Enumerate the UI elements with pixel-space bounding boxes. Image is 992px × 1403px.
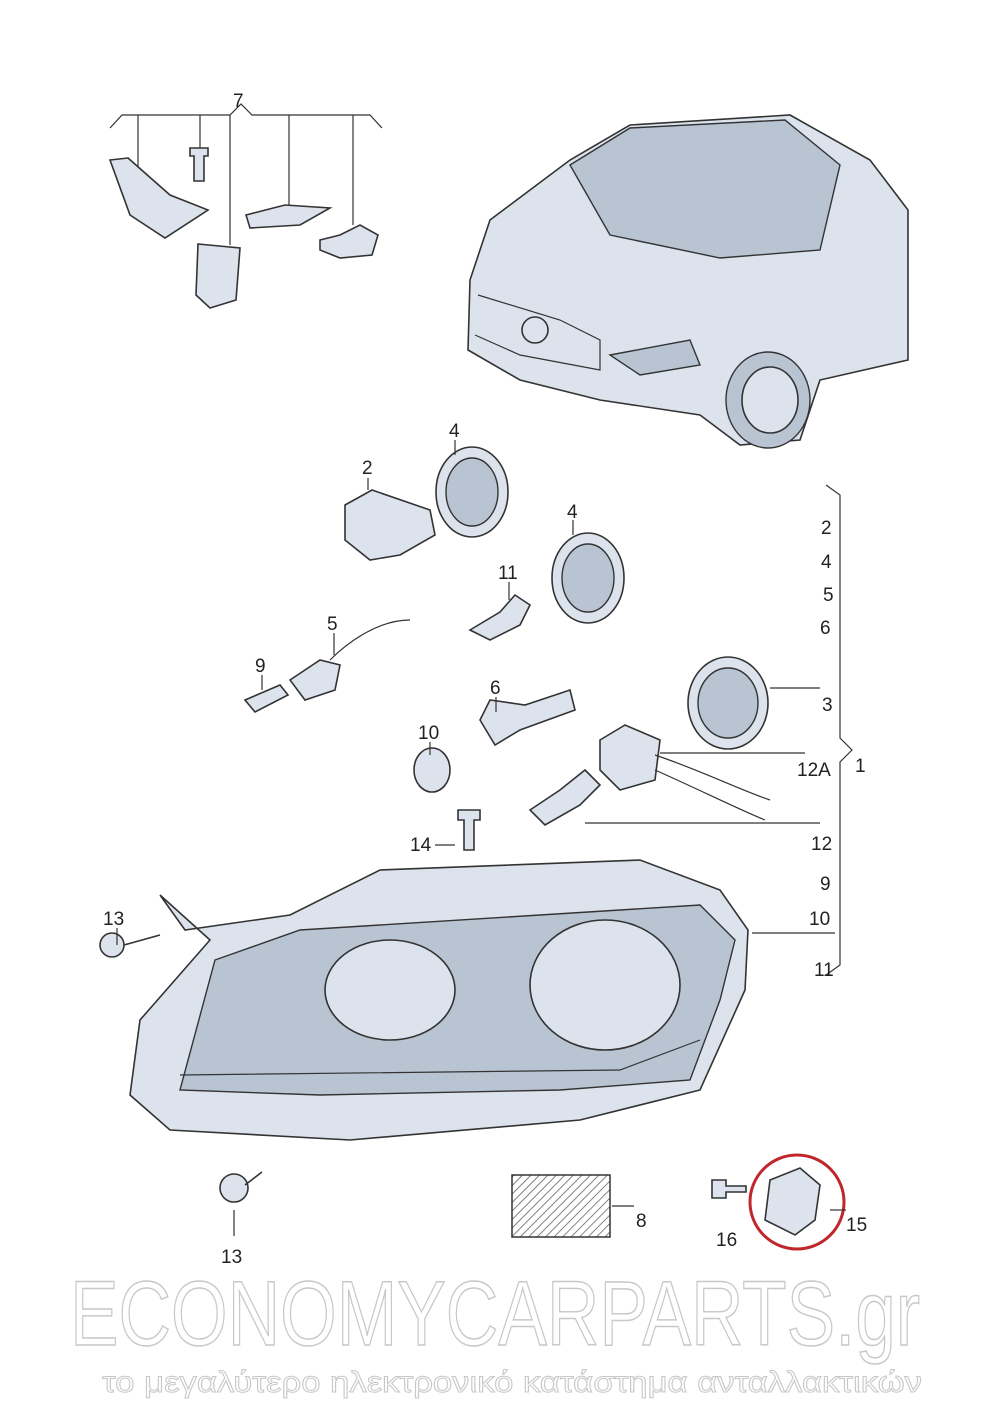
assembly-item: 12 — [811, 834, 832, 855]
motor-part-2 — [344, 489, 436, 561]
assembly-item: 5 — [823, 585, 834, 606]
socket-5 — [288, 659, 341, 701]
callout-14: 14 — [410, 835, 432, 856]
highlight-circle — [748, 1153, 846, 1251]
watermark-tagline: το μεγαλύτερο ηλεκτρονικό κατάστημα αντα… — [102, 1366, 922, 1399]
bulb-11 — [468, 593, 532, 641]
bulb-12 — [528, 768, 602, 826]
assembly-item: 2 — [821, 518, 832, 539]
screw-13b — [219, 1171, 263, 1203]
assembly-item: 12A — [797, 760, 831, 781]
callout-13: 13 — [221, 1247, 242, 1268]
callout-5: 5 — [327, 614, 338, 635]
clip-nut-part — [319, 224, 379, 259]
callout-11: 11 — [498, 563, 518, 584]
nut-plate-part — [244, 204, 333, 229]
assembly-item: 10 — [809, 909, 830, 930]
screw-13a — [99, 932, 161, 958]
assembly-item: 9 — [820, 874, 831, 895]
highlighted-bracket-15 — [711, 1153, 846, 1251]
assembly-item: 4 — [821, 552, 832, 573]
parts-cluster — [243, 446, 771, 851]
sticker-part-8 — [511, 1174, 634, 1238]
bracket-part — [108, 157, 210, 239]
callout-16: 16 — [716, 1230, 737, 1251]
assembly-group-label: 1 — [855, 756, 866, 777]
headlamp-assembly — [129, 859, 749, 1141]
bulb-10 — [413, 747, 451, 793]
callout-9: 9 — [255, 656, 266, 677]
callout-10: 10 — [418, 723, 439, 744]
callout-13: 13 — [103, 909, 124, 930]
callout-4: 4 — [567, 502, 578, 523]
clip-part — [195, 243, 241, 309]
callout-4: 4 — [449, 421, 460, 442]
assembly-item: 3 — [822, 695, 833, 716]
screw-14 — [457, 809, 481, 851]
assembly-item: 11 — [814, 960, 834, 981]
bulb-9 — [243, 684, 290, 714]
bracket-group-7 — [108, 103, 383, 309]
callout-8: 8 — [636, 1211, 647, 1232]
callout-7: 7 — [233, 91, 244, 112]
screw-part — [189, 147, 209, 182]
callout-2: 2 — [362, 458, 373, 479]
vehicle-illustration — [467, 114, 909, 449]
watermark-brand: ECONOMYCARPARTS.gr — [70, 1263, 920, 1365]
assembly-item: 6 — [820, 618, 831, 639]
connector-12A — [599, 724, 661, 791]
callout-15: 15 — [846, 1215, 867, 1236]
callout-6: 6 — [490, 678, 501, 699]
